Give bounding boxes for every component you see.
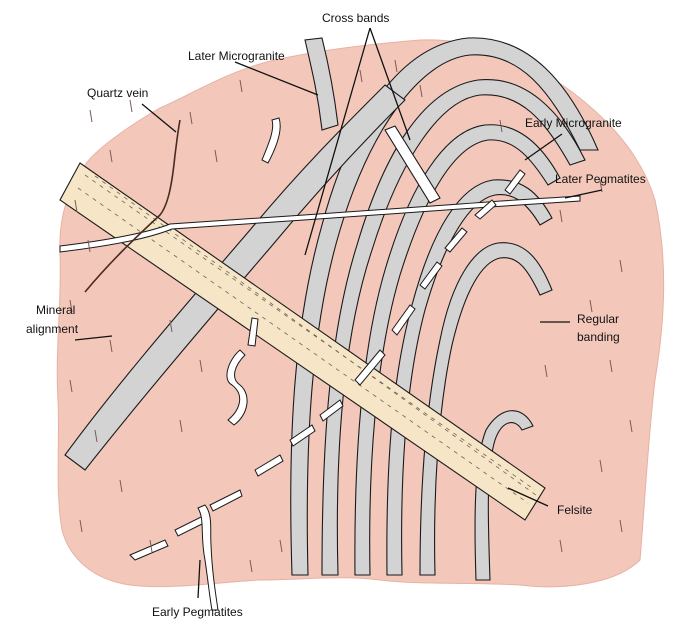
label-early-microgranite: Early Microgranite <box>525 116 622 130</box>
label-mineral-alignment-line2: alignment <box>26 322 79 336</box>
label-quartz-vein: Quartz vein <box>87 86 148 100</box>
label-later-microgranite: Later Microgranite <box>188 49 285 63</box>
label-regular-banding-line1: Regular <box>577 312 619 326</box>
label-cross-bands: Cross bands <box>322 11 389 25</box>
label-felsite: Felsite <box>557 503 593 517</box>
label-early-pegmatites: Early Pegmatites <box>152 605 243 619</box>
label-regular-banding-line2: banding <box>577 330 620 344</box>
label-later-pegmatites: Later Pegmatites <box>555 172 646 186</box>
label-mineral-alignment-line1: Mineral <box>36 303 75 317</box>
